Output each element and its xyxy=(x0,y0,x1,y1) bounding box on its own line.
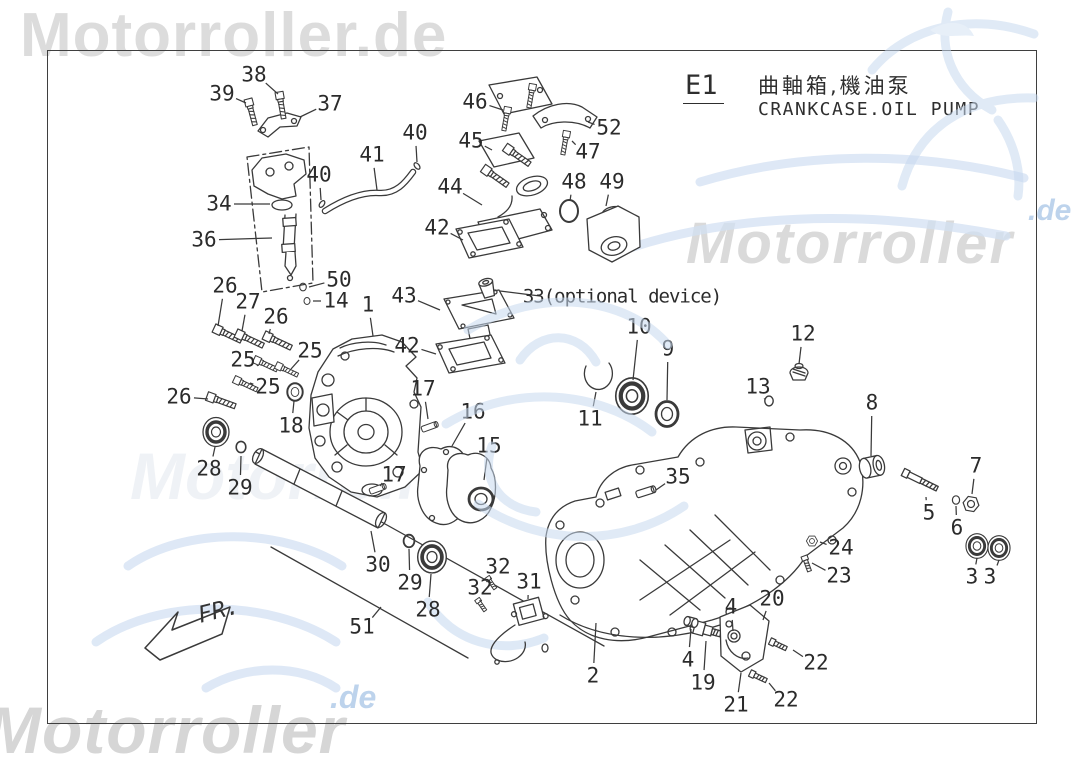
bracket-37 xyxy=(257,112,302,138)
oring-48 xyxy=(559,199,579,223)
leader-29 xyxy=(239,455,242,476)
leader-22 xyxy=(792,649,804,658)
leader-19 xyxy=(703,640,707,671)
leader-25 xyxy=(256,364,259,367)
leader-42 xyxy=(450,232,464,241)
shaft-30 xyxy=(251,447,388,529)
leader-26 xyxy=(217,298,224,327)
leader-26 xyxy=(268,328,271,335)
leader-44 xyxy=(462,192,483,206)
bushing-4b xyxy=(730,632,738,640)
leader-10 xyxy=(632,339,638,381)
bushing-4a xyxy=(683,615,699,629)
leader-49 xyxy=(605,194,609,207)
clamp-40-left xyxy=(318,199,326,209)
page-title-cjk: 曲軸箱,機油泵 xyxy=(758,74,912,98)
leader-9 xyxy=(666,361,669,401)
leader-26 xyxy=(193,397,209,400)
bushing-8 xyxy=(858,454,886,479)
leader-36 xyxy=(218,237,273,241)
leader-50 xyxy=(308,282,325,288)
leader-28 xyxy=(428,573,432,598)
leader-40 xyxy=(319,187,322,201)
crankcase-left-drawing xyxy=(308,334,424,498)
leader-41 xyxy=(373,167,378,191)
leader-42 xyxy=(421,348,437,355)
leader-25 xyxy=(290,359,300,370)
leader-15 xyxy=(483,458,488,481)
leader-29 xyxy=(408,548,411,571)
leader-33 xyxy=(499,290,541,297)
leader-3 xyxy=(996,559,1000,566)
leader-11 xyxy=(592,391,597,407)
circlip-11 xyxy=(583,362,613,391)
gasket-42-upper xyxy=(455,218,524,259)
leader-7 xyxy=(971,478,975,495)
leader-17 xyxy=(424,401,429,420)
leader-17 xyxy=(379,482,383,487)
leader-22 xyxy=(768,682,776,692)
leader-46 xyxy=(489,104,504,111)
leader-2 xyxy=(593,622,597,664)
leader-1 xyxy=(369,317,374,337)
leader-18 xyxy=(292,400,295,414)
leader-43 xyxy=(417,300,441,311)
oil-bolt-5 xyxy=(900,467,939,492)
insulator-49 xyxy=(586,205,641,263)
oil-pump-assembly-box xyxy=(246,146,314,293)
leader-16 xyxy=(451,422,466,447)
diagram-border xyxy=(47,50,1037,724)
leader-4 xyxy=(731,619,734,632)
leader-40 xyxy=(415,145,418,163)
section-code: E1 xyxy=(683,70,724,104)
leader-52 xyxy=(587,121,595,126)
leader-45 xyxy=(484,145,493,151)
leader-48 xyxy=(569,194,572,202)
leader-12 xyxy=(798,346,802,365)
leader-3 xyxy=(975,557,978,565)
leader-37 xyxy=(299,108,317,118)
optional-device-33 xyxy=(478,277,496,299)
leader-4 xyxy=(688,628,692,648)
leader-24 xyxy=(819,541,827,546)
leader-25 xyxy=(249,382,254,385)
leader-30 xyxy=(370,530,376,553)
leader-20 xyxy=(762,610,767,621)
hose-41 xyxy=(318,162,421,215)
fr-direction-arrow xyxy=(144,606,231,661)
leader-8 xyxy=(870,415,873,457)
leader-35 xyxy=(655,483,666,491)
leader-21 xyxy=(737,672,742,693)
leader-27 xyxy=(241,314,246,332)
leader-39 xyxy=(235,97,247,104)
leader-47 xyxy=(571,140,577,146)
pickup-coil-31 xyxy=(490,596,549,665)
leader-51 xyxy=(371,606,382,618)
leader-28 xyxy=(212,446,216,457)
leader-23 xyxy=(811,562,826,571)
strap-52 xyxy=(532,102,598,129)
leader-38 xyxy=(265,82,279,95)
clamp-40-right xyxy=(413,162,421,170)
